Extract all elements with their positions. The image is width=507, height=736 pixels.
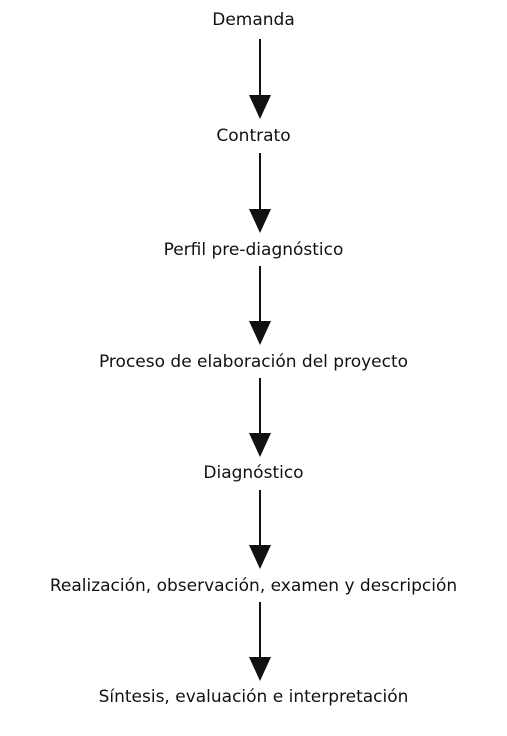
step-sintesis: Síntesis, evaluación e interpretación xyxy=(98,687,409,707)
arrow-head xyxy=(249,657,271,681)
step-proceso-elaboracion: Proceso de elaboración del proyecto xyxy=(98,352,409,372)
step-perfil-prediagnostico: Perfil pre-diagnóstico xyxy=(163,240,344,260)
arrow-6 xyxy=(249,602,271,681)
arrow-head xyxy=(249,95,271,119)
arrow-head xyxy=(249,433,271,457)
step-demanda: Demanda xyxy=(212,10,295,30)
arrow-head xyxy=(249,545,271,569)
step-diagnostico: Diagnóstico xyxy=(203,463,304,483)
arrow-3 xyxy=(249,266,271,345)
arrow-5 xyxy=(249,490,271,569)
arrow-head xyxy=(249,321,271,345)
step-realizacion: Realización, observación, examen y descr… xyxy=(49,576,458,596)
arrow-4 xyxy=(249,378,271,457)
arrow-2 xyxy=(249,153,271,233)
arrow-head xyxy=(249,209,271,233)
arrow-1 xyxy=(249,39,271,119)
step-contrato: Contrato xyxy=(216,126,291,146)
